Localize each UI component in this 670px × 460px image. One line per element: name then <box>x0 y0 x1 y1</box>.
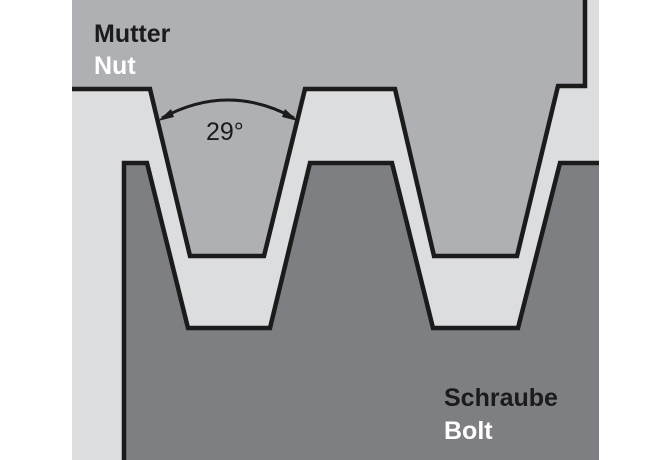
angle-arc <box>161 98 295 120</box>
nut-label-german: Mutter <box>94 20 171 48</box>
angle-label: 29° <box>206 118 244 146</box>
bolt-thread <box>124 163 599 460</box>
nut-thread <box>72 0 585 256</box>
nut-label-english: Nut <box>94 52 136 80</box>
bolt-label-english: Bolt <box>444 417 493 445</box>
angle-arrowhead-left <box>158 109 174 121</box>
bolt-thread-outline <box>121 160 599 460</box>
nut-thread-outline <box>72 0 588 259</box>
angle-arrowhead-right <box>282 109 298 121</box>
bolt-label-german: Schraube <box>444 384 558 412</box>
